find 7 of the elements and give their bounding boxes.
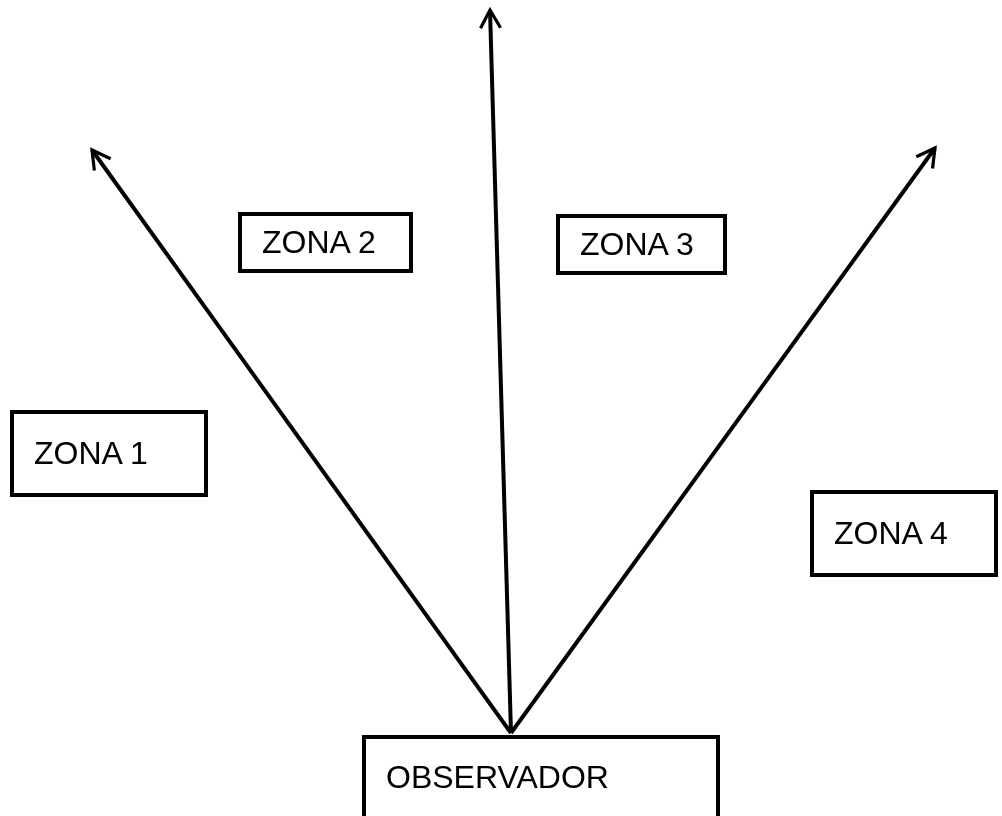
arrow [509, 146, 937, 735]
zone-label-box: ZONA 1 [10, 410, 208, 497]
zone-label-box: OBSERVADOR [362, 735, 720, 816]
zone-label-box: ZONA 4 [810, 490, 998, 577]
arrow [90, 148, 513, 735]
zone-label-box: ZONA 2 [238, 212, 413, 273]
zone-label-box: ZONA 3 [556, 214, 727, 275]
